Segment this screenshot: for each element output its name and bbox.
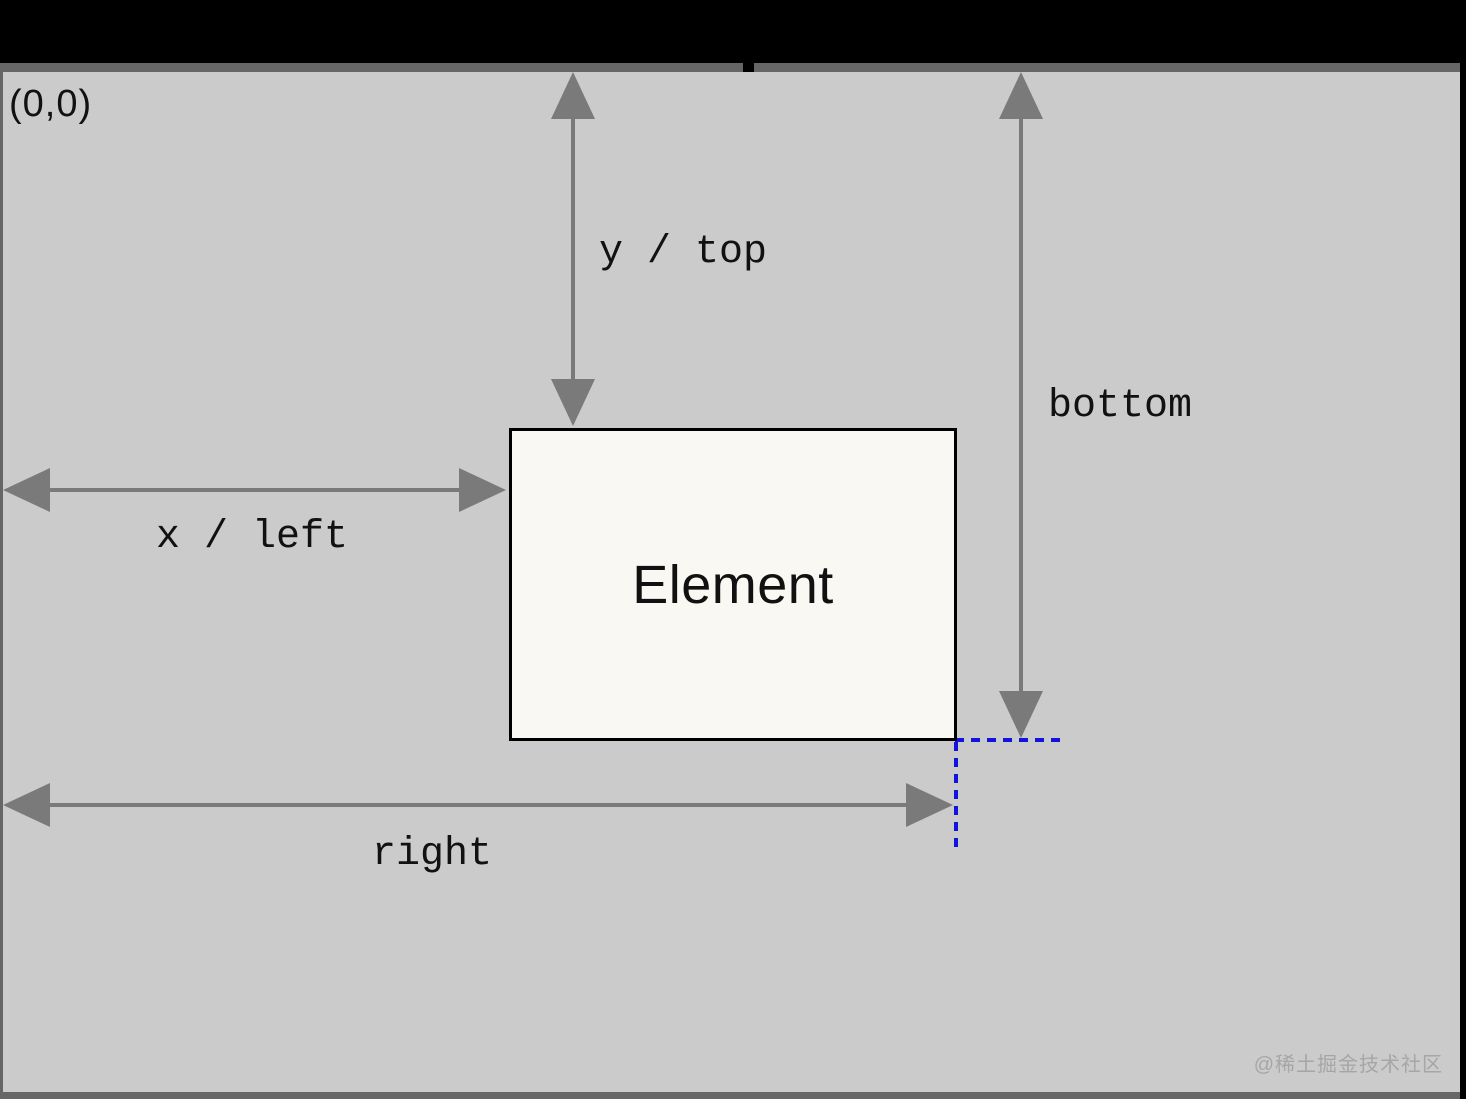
arrow-right xyxy=(3,783,953,827)
arrow-right-icon xyxy=(906,783,953,827)
element-label: Element xyxy=(632,554,834,615)
watermark: @稀土掘金技术社区 xyxy=(1253,1054,1443,1076)
arrow-down-icon xyxy=(999,691,1043,738)
arrow-left-icon xyxy=(3,468,50,512)
guide-lines xyxy=(954,738,1060,847)
label-y-top: y / top xyxy=(599,230,768,275)
arrow-up-icon xyxy=(999,72,1043,119)
arrow-down-icon xyxy=(551,379,595,426)
arrow-up-icon xyxy=(551,72,595,119)
top-notch xyxy=(743,63,754,72)
arrow-y-top xyxy=(551,72,595,426)
label-x-left: x / left xyxy=(156,515,349,560)
label-bottom: bottom xyxy=(1048,384,1193,429)
arrow-x-left xyxy=(3,468,506,512)
arrows-overlay xyxy=(3,72,1060,847)
viewport-canvas: (0,0) Element y / top x / left bottom ri… xyxy=(3,72,1460,1092)
origin-label: (0,0) xyxy=(9,83,93,125)
element-box: Element xyxy=(509,428,957,741)
label-right: right xyxy=(372,832,493,877)
screen-frame: (0,0) Element y / top x / left bottom ri… xyxy=(0,63,1460,1099)
arrow-right-icon xyxy=(459,468,506,512)
arrow-left-icon xyxy=(3,783,50,827)
arrow-bottom xyxy=(999,72,1043,738)
